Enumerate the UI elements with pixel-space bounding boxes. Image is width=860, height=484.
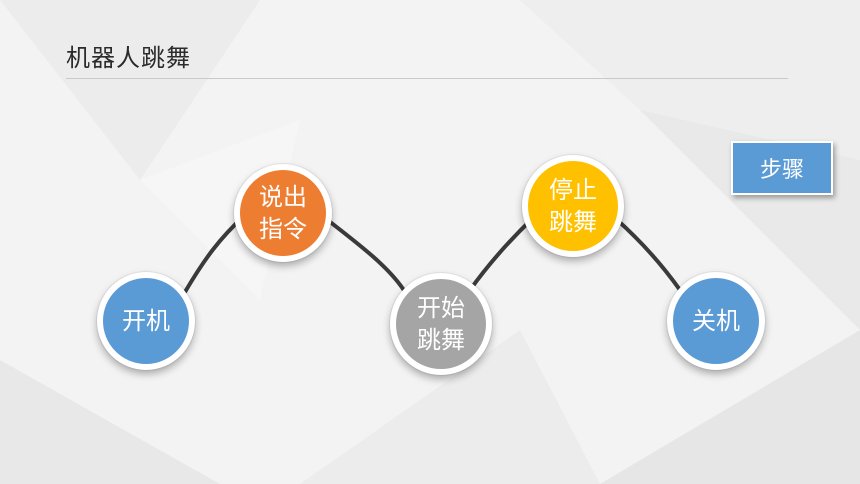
flow-node-label: 说出指令 xyxy=(259,183,307,243)
flow-node-label: 关机 xyxy=(692,307,740,335)
title-divider xyxy=(66,78,788,79)
flow-node-give-command[interactable]: 说出指令 xyxy=(234,164,332,262)
flow-node-label: 开机 xyxy=(122,307,170,335)
slide-title: 机器人跳舞 xyxy=(66,44,191,72)
flow-node-power-off[interactable]: 关机 xyxy=(667,272,765,370)
steps-button[interactable]: 步骤 xyxy=(731,141,833,195)
flow-node-label: 开始跳舞 xyxy=(417,294,465,354)
flow-node-label: 停止跳舞 xyxy=(549,176,597,236)
flow-node-stop-dancing[interactable]: 停止跳舞 xyxy=(522,155,624,257)
flow-node-power-on[interactable]: 开机 xyxy=(97,272,195,370)
flow-node-start-dancing[interactable]: 开始跳舞 xyxy=(390,273,492,375)
